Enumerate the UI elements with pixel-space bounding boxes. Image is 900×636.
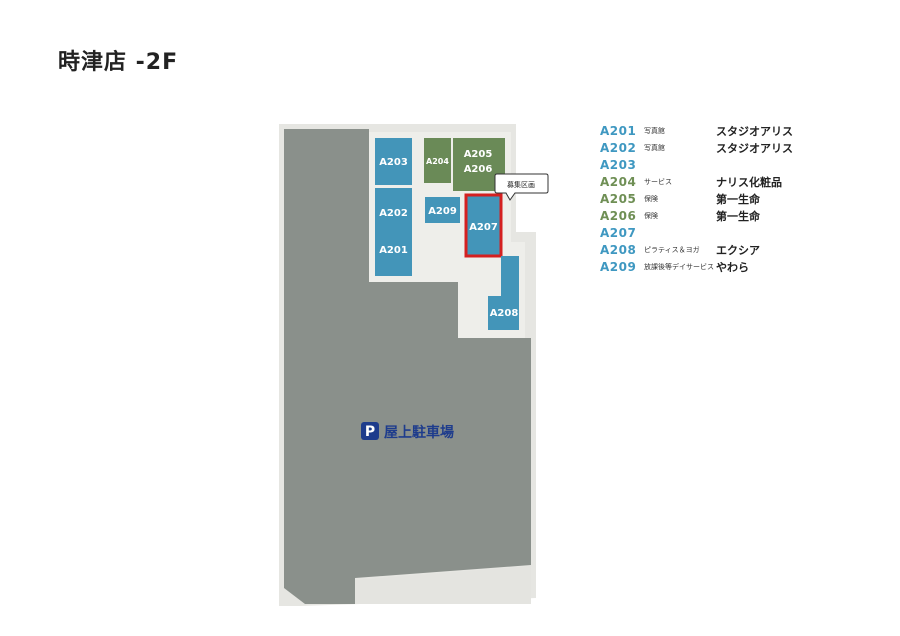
unit-a203[interactable]: A203 xyxy=(375,138,412,185)
legend-unit-id: A209 xyxy=(600,259,637,274)
legend-tenant-name: 第一生命 xyxy=(716,209,760,223)
unit-label-a206: A206 xyxy=(464,164,493,175)
unit-label: A203 xyxy=(379,157,408,168)
unit-a202[interactable]: A202 xyxy=(375,188,412,236)
unit-label: A202 xyxy=(379,208,408,219)
unit-a201[interactable]: A201 xyxy=(375,236,412,276)
parking-area xyxy=(284,129,531,604)
page-title: 時津店 -2F xyxy=(58,50,179,75)
legend-tenant-name: スタジオアリス xyxy=(716,124,793,138)
legend-category: 保険 xyxy=(644,211,658,220)
unit-label-a205: A205 xyxy=(464,149,493,160)
legend-tenant-name: やわら xyxy=(716,260,749,274)
legend-row: A204 サービス ナリス化粧品 xyxy=(600,173,860,190)
legend-category: サービス xyxy=(644,177,672,186)
legend-tenant-name: ナリス化粧品 xyxy=(716,175,782,189)
legend-row: A201 写真館 スタジオアリス xyxy=(600,122,860,139)
unit-a208[interactable]: A208 xyxy=(488,256,519,330)
legend-category: 写真館 xyxy=(644,126,665,135)
legend-tenant-name: 第一生命 xyxy=(716,192,760,206)
legend-row: A203 xyxy=(600,156,860,173)
legend-unit-id: A208 xyxy=(600,242,637,257)
legend-row: A206 保険 第一生命 xyxy=(600,207,860,224)
legend-row: A207 xyxy=(600,224,860,241)
legend-category: 放課後等デイサービス xyxy=(644,262,714,271)
legend-row: A205 保険 第一生命 xyxy=(600,190,860,207)
legend-unit-id: A201 xyxy=(600,123,637,138)
legend-category: ピラティス＆ヨガ xyxy=(644,245,700,254)
unit-label: A204 xyxy=(426,157,449,166)
unit-label: A207 xyxy=(469,222,498,233)
legend-unit-id: A205 xyxy=(600,191,637,206)
legend-unit-id: A202 xyxy=(600,140,637,155)
parking-symbol: P xyxy=(365,424,375,440)
parking-icon xyxy=(361,422,379,440)
legend-row: A209 放課後等デイサービスやわら xyxy=(600,258,860,275)
legend-unit-id: A207 xyxy=(600,225,637,240)
legend-category: 写真館 xyxy=(644,143,665,152)
legend-row: A208 ピラティス＆ヨガ エクシア xyxy=(600,241,860,258)
unit-label: A208 xyxy=(490,308,519,319)
lower-strip xyxy=(355,566,531,604)
unit-a207[interactable]: A207 xyxy=(464,193,503,258)
legend-unit-id: A206 xyxy=(600,208,637,223)
legend-tenant-name: スタジオアリス xyxy=(716,141,793,155)
unit-label: A209 xyxy=(428,206,457,217)
vacancy-callout: 募集区画 xyxy=(494,173,549,201)
legend-tenant-name: エクシア xyxy=(716,243,760,257)
unit-label: A201 xyxy=(379,245,408,256)
legend-unit-id: A203 xyxy=(600,157,637,172)
parking-text: 屋上駐車場 xyxy=(384,424,454,441)
unit-a204[interactable]: A204 xyxy=(424,138,451,183)
parking-label: P 屋上駐車場 xyxy=(361,422,454,441)
unit-a209[interactable]: A209 xyxy=(425,197,460,223)
legend-category: 保険 xyxy=(644,194,658,203)
legend-unit-id: A204 xyxy=(600,174,637,189)
callout-label: 募集区画 xyxy=(507,180,535,189)
legend-row: A202 写真館 スタジオアリス xyxy=(600,139,860,156)
